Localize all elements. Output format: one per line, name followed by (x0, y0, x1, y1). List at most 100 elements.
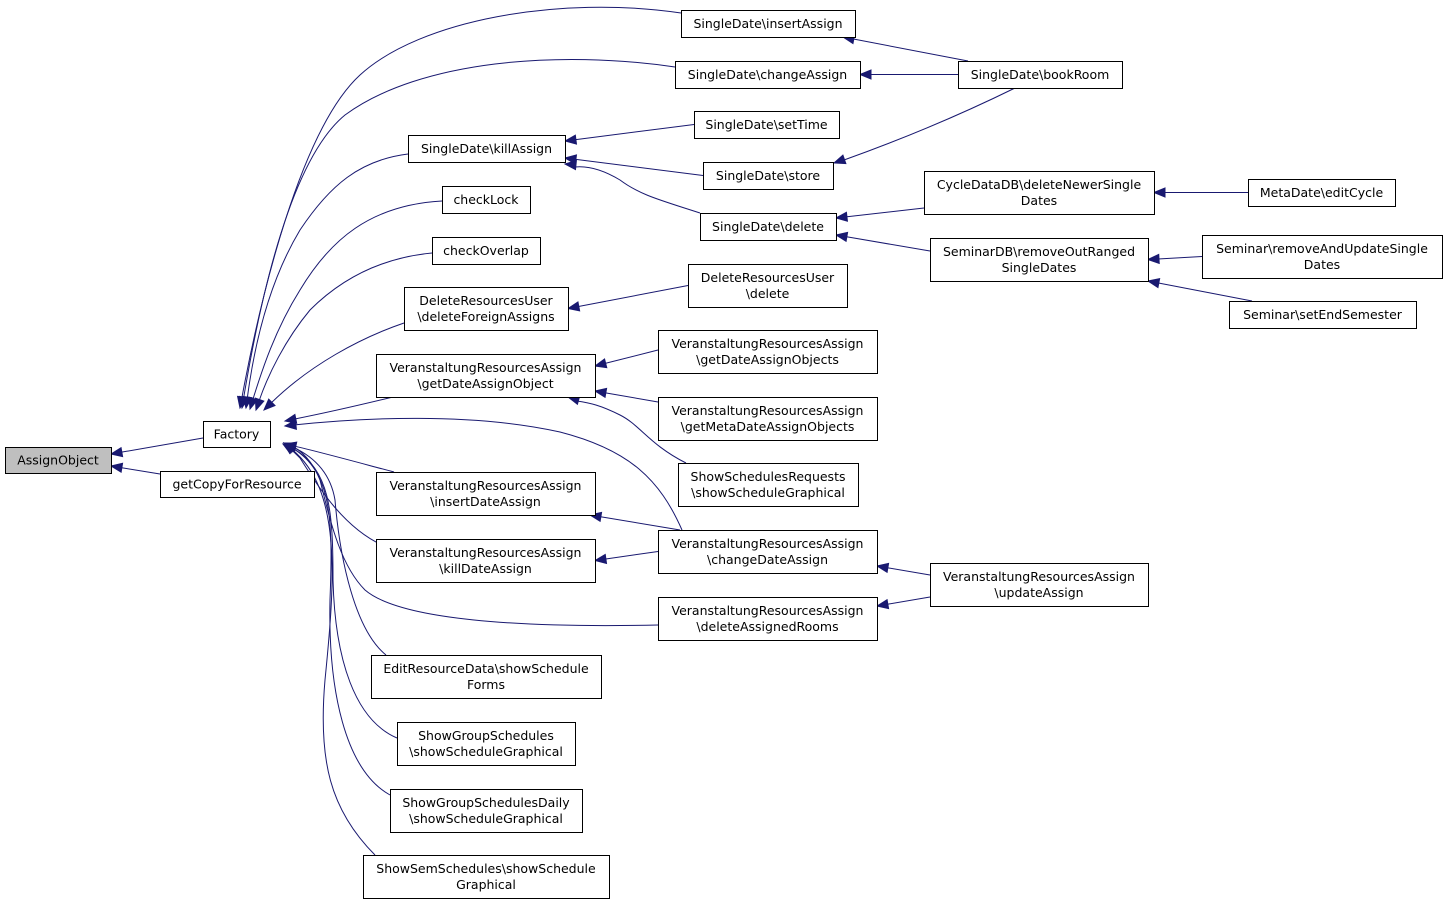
node-assignobject[interactable]: AssignObject (5, 447, 112, 474)
node-label: \showScheduleGraphical (409, 744, 563, 759)
edge-cddb-deletenewer-to-sd-delete (834, 207, 925, 222)
node-sgs-showschedulegraphical[interactable]: ShowGroupSchedules\showScheduleGraphical (397, 722, 576, 766)
edge-line (574, 124, 695, 141)
node-label: SingleDate\bookRoom (971, 67, 1110, 82)
node-vra-getmetadateassignobjects[interactable]: VeranstaltungResourcesAssign\getMetaDate… (658, 397, 878, 441)
node-label: VeranstaltungResourcesAssign (390, 478, 582, 493)
node-label: Dates (1021, 193, 1057, 208)
node-label: \showScheduleGraphical (691, 485, 845, 500)
node-label: Dates (1304, 257, 1340, 272)
node-label: \insertDateAssign (430, 494, 541, 509)
node-sd-changeassign[interactable]: SingleDate\changeAssign (675, 61, 861, 89)
node-label: MetaDate\editCycle (1260, 185, 1384, 200)
node-vra-changedateassign[interactable]: VeranstaltungResourcesAssign\changeDateA… (658, 530, 878, 574)
edge-getcopyforresource-to-assignobject (109, 462, 161, 475)
node-box (678, 463, 859, 507)
node-sd-store[interactable]: SingleDate\store (703, 162, 834, 190)
node-label: \delete (746, 286, 790, 301)
edge-line (270, 322, 405, 404)
edge-md-editcycle-to-cddb-deletenewer (1152, 187, 1248, 198)
arrowhead-icon (834, 211, 849, 222)
node-box (681, 10, 856, 38)
edge-line (120, 437, 204, 453)
arrowhead-icon (875, 598, 890, 610)
node-dru-delete[interactable]: DeleteResourcesUser\delete (688, 264, 848, 308)
node-checklock[interactable]: checkLock (442, 186, 531, 214)
node-sd-insertassign[interactable]: SingleDate\insertAssign (681, 10, 856, 38)
node-box (930, 238, 1149, 282)
arrowhead-icon (832, 154, 847, 165)
node-box (376, 539, 596, 583)
node-label: \getDateAssignObject (417, 376, 553, 391)
node-vra-getdateassignobjects[interactable]: VeranstaltungResourcesAssign\getDateAssi… (658, 330, 878, 374)
node-box (203, 421, 271, 448)
node-label: VeranstaltungResourcesAssign (672, 603, 864, 618)
edge-line (604, 392, 659, 403)
node-box (408, 135, 566, 163)
edge-sd-delete-to-sd-killassign (563, 159, 701, 214)
node-vra-getdateassignobject[interactable]: VeranstaltungResourcesAssign\getDateAssi… (376, 354, 596, 398)
node-vra-killdateassign[interactable]: VeranstaltungResourcesAssign\killDateAss… (376, 539, 596, 583)
edge-line (599, 516, 681, 531)
edge-line (291, 448, 376, 856)
node-sgsd-showschedulegraphical[interactable]: ShowGroupSchedulesDaily\showScheduleGrap… (390, 789, 583, 833)
node-label: EditResourceData\showSchedule (383, 661, 589, 676)
edge-sd-bookroom-to-sd-store (832, 87, 1016, 165)
node-sss-showschedulegraphical[interactable]: ShowSemSchedules\showScheduleGraphical (363, 855, 610, 899)
node-dru-deleteforeign[interactable]: DeleteResourcesUser\deleteForeignAssigns (404, 287, 569, 331)
node-factory[interactable]: Factory (203, 421, 271, 448)
node-label: SingleDate\insertAssign (693, 16, 842, 31)
arrowhead-icon (254, 397, 265, 412)
edge-sem-setendsemester-to-semdb-removeout (1146, 278, 1253, 302)
node-box (376, 472, 596, 516)
node-label: ShowGroupSchedulesDaily (402, 795, 570, 810)
node-sd-killassign[interactable]: SingleDate\killAssign (408, 135, 566, 163)
node-label: SingleDate\delete (712, 219, 824, 234)
node-label: VeranstaltungResourcesAssign (672, 336, 864, 351)
node-label: VeranstaltungResourcesAssign (390, 360, 582, 375)
node-box (1248, 179, 1396, 207)
edge-line (1157, 282, 1253, 302)
node-vra-deleteassignedrooms[interactable]: VeranstaltungResourcesAssign\deleteAssig… (658, 597, 878, 641)
node-label: \changeDateAssign (707, 552, 828, 567)
node-label: Graphical (456, 877, 516, 892)
node-label: Seminar\setEndSemester (1243, 307, 1403, 322)
edge-line (246, 153, 409, 399)
node-vra-insertdateassign[interactable]: VeranstaltungResourcesAssign\insertDateA… (376, 472, 596, 516)
node-ssr-showschedulegraphical[interactable]: ShowSchedulesRequests\showScheduleGraphi… (678, 463, 859, 507)
edge-line (577, 285, 689, 308)
edge-sd-bookroom-to-sd-insertassign (841, 34, 969, 62)
node-sd-settime[interactable]: SingleDate\setTime (694, 111, 840, 139)
node-label: \getDateAssignObjects (696, 352, 839, 367)
edge-line (843, 87, 1016, 161)
edge-line (845, 207, 925, 218)
edge-line (574, 166, 701, 214)
node-label: Forms (467, 677, 505, 692)
edge-line (252, 200, 443, 400)
node-label: SingleDate\setTime (705, 117, 828, 132)
arrowhead-icon (263, 398, 276, 411)
node-checkoverlap[interactable]: checkOverlap (432, 237, 541, 265)
node-vra-updateassign[interactable]: VeranstaltungResourcesAssign\updateAssig… (930, 563, 1149, 607)
node-box (432, 237, 541, 265)
edge-line (294, 417, 683, 531)
node-label: \killDateAssign (439, 561, 532, 576)
node-label: checkOverlap (443, 243, 529, 258)
node-label: Factory (214, 427, 260, 442)
arrowhead-icon (1146, 278, 1161, 289)
node-sd-delete[interactable]: SingleDate\delete (700, 213, 837, 241)
node-sem-setendsemester[interactable]: Seminar\setEndSemester (1229, 301, 1417, 329)
edge-line (574, 158, 704, 176)
node-sd-bookroom[interactable]: SingleDate\bookRoom (958, 61, 1123, 89)
arrowhead-icon (593, 553, 608, 565)
node-label: SeminarDB\removeOutRanged (943, 244, 1135, 259)
node-getcopyforresource[interactable]: getCopyForResource (160, 471, 315, 498)
node-md-editcycle[interactable]: MetaDate\editCycle (1248, 179, 1396, 207)
node-box (958, 61, 1123, 89)
arrowhead-icon (593, 358, 608, 369)
